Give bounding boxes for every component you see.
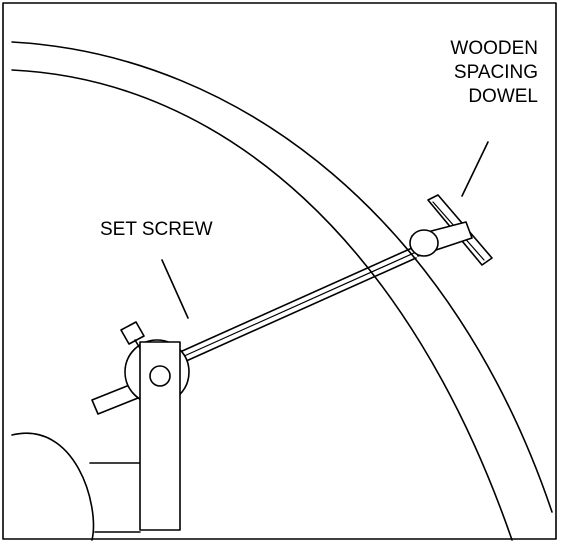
dowel-label-line-3: DOWEL [468, 86, 538, 107]
set-screw-label: SET SCREW [100, 218, 213, 242]
rod-end-cap [409, 229, 439, 257]
set-screw-head [120, 321, 145, 345]
bracket-bolt [149, 365, 171, 387]
dowel-leader [461, 141, 489, 197]
inner-rim-arc [11, 69, 513, 541]
hub-circle [11, 432, 95, 541]
rod-top-edge [179, 247, 413, 353]
frame-border [2, 2, 557, 540]
rod-center-line [181, 252, 415, 358]
vertical-bracket [139, 341, 181, 531]
rod-bottom-edge [183, 257, 417, 363]
wooden-spacing-dowel-label: WOODEN SPACING DOWEL [450, 37, 538, 109]
dowel-label-line-2: SPACING [453, 62, 538, 83]
dowel-label-line-1: WOODEN [450, 38, 538, 59]
outer-rim-arc [11, 41, 553, 513]
set-screw-leader [161, 259, 189, 319]
set-screw-label-text: SET SCREW [100, 219, 213, 240]
